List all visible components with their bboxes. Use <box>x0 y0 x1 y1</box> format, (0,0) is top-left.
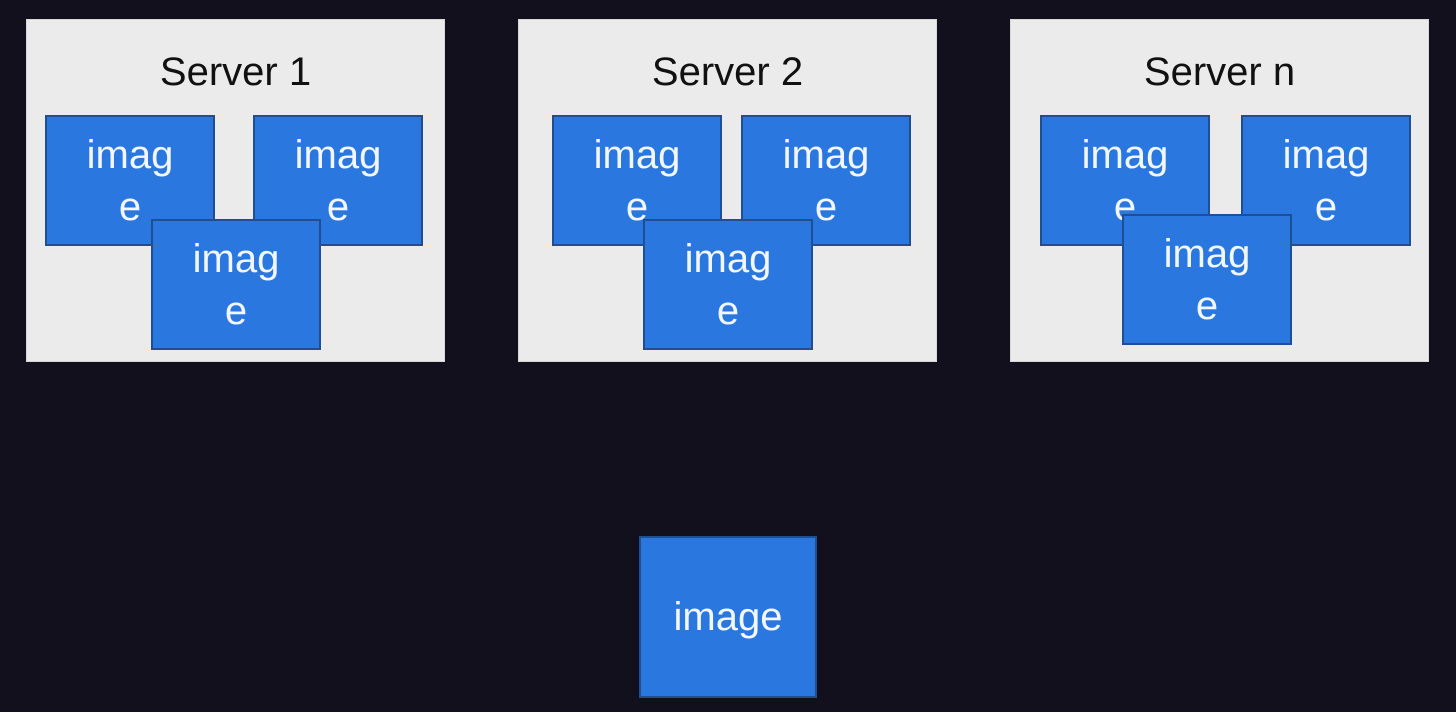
image-block: image <box>1122 214 1292 345</box>
image-block: image <box>151 219 321 350</box>
standalone-image-label: image <box>673 594 783 639</box>
standalone-image-block: image <box>639 536 817 698</box>
server-title: Server 2 <box>651 50 804 94</box>
image-block: image <box>45 115 215 246</box>
image-block: image <box>643 219 813 350</box>
image-block: image <box>741 115 911 246</box>
server-title: Server 1 <box>159 50 312 94</box>
server-box-1: Server 1 image image image <box>26 19 445 362</box>
server-title: Server n <box>1143 50 1296 94</box>
server-box-2: Server 2 image image image <box>518 19 937 362</box>
server-box-n: Server n image image image <box>1010 19 1429 362</box>
image-block: image <box>552 115 722 246</box>
